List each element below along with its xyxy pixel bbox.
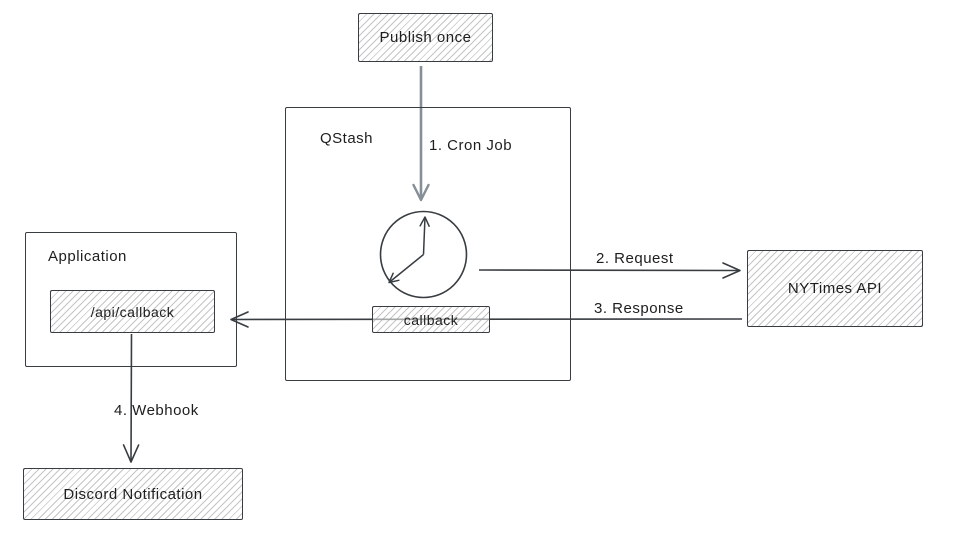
request-edge-label: 2. Request xyxy=(596,250,674,267)
discord-notification-node: Discord Notification xyxy=(23,468,243,520)
webhook-edge-label: 4. Webhook xyxy=(114,402,199,419)
response-edge-label: 3. Response xyxy=(594,300,684,317)
callback-label: callback xyxy=(403,311,459,328)
discord-notification-label: Discord Notification xyxy=(63,485,203,503)
application-container: Application xyxy=(25,232,237,367)
callback-node: callback xyxy=(372,306,490,333)
cron-job-edge-label: 1. Cron Job xyxy=(429,137,513,154)
application-label: Application xyxy=(48,248,127,265)
api-callback-node: /api/callback xyxy=(50,290,215,333)
publish-once-node: Publish once xyxy=(358,13,493,62)
qstash-container: QStash xyxy=(285,107,571,381)
qstash-label: QStash xyxy=(320,130,374,147)
nytimes-api-node: NYTimes API xyxy=(747,250,923,327)
api-callback-label: /api/callback xyxy=(90,303,175,320)
nytimes-api-label: NYTimes API xyxy=(787,280,883,297)
publish-once-label: Publish once xyxy=(379,29,472,46)
